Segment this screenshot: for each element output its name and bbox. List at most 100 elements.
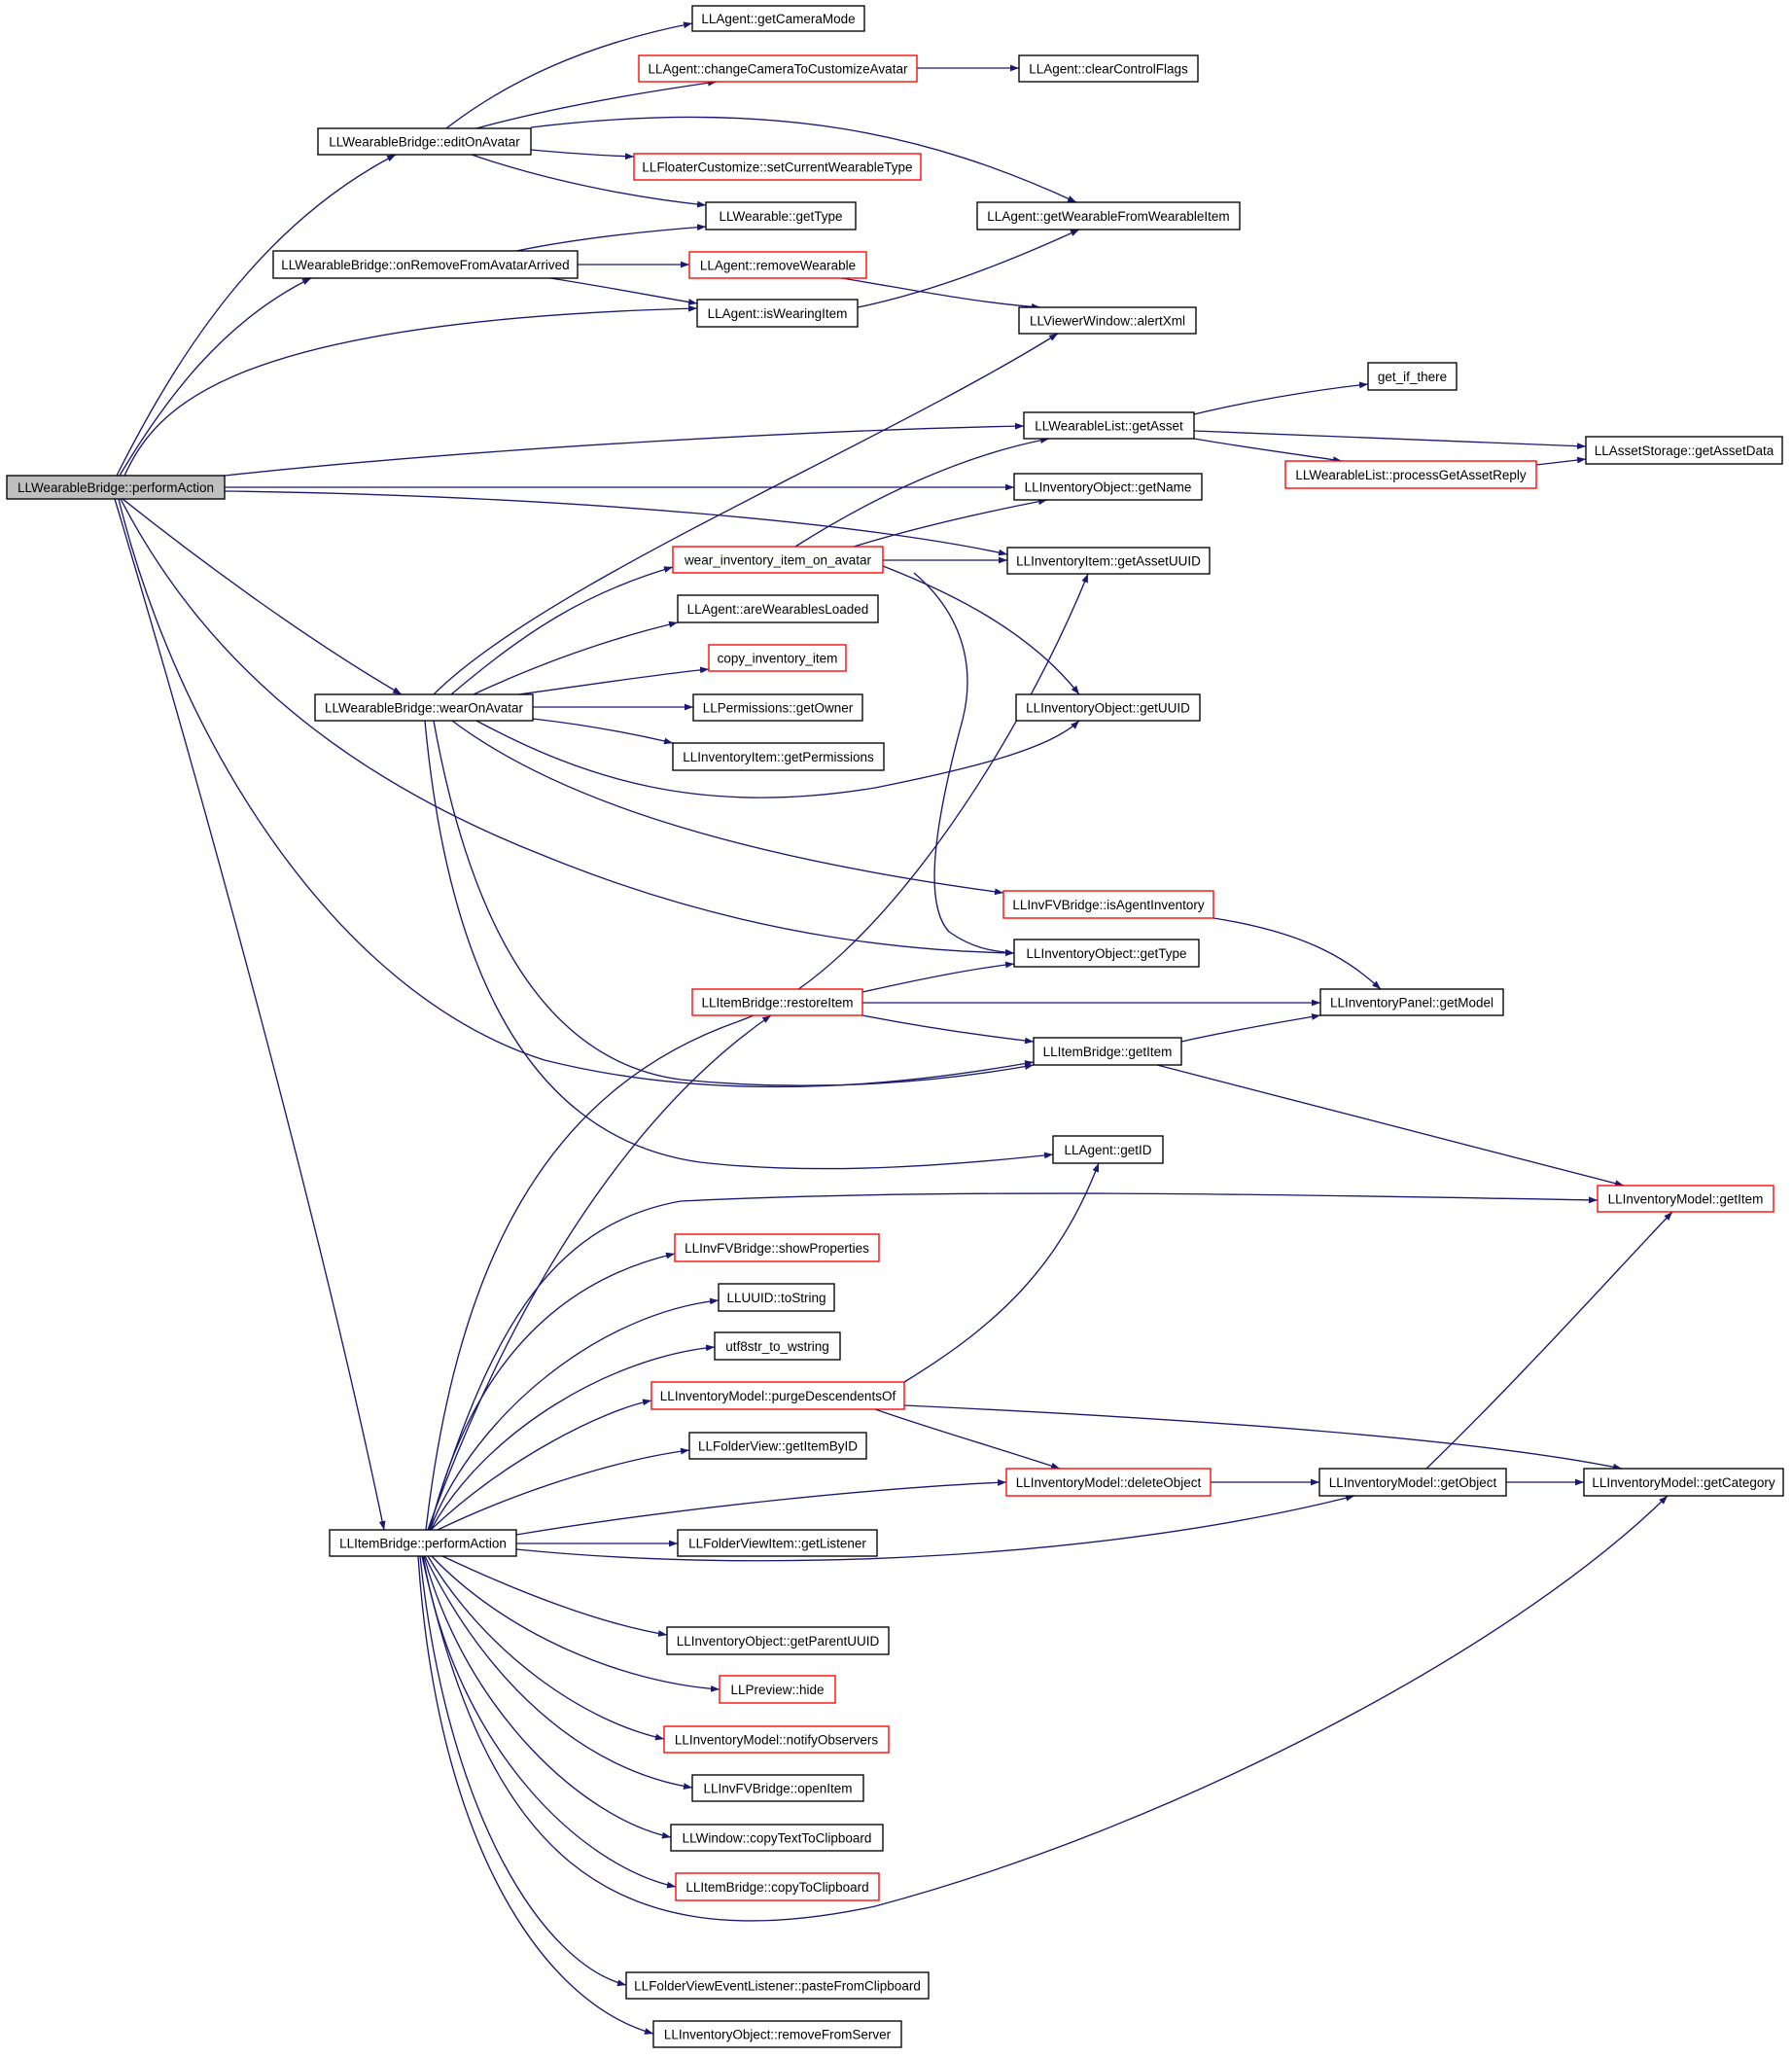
function-node[interactable]: LLItemBridge::copyToClipboard — [675, 1872, 880, 1901]
call-edge — [1193, 438, 1343, 464]
function-node[interactable]: LLWearableBridge::onRemoveFromAvatarArri… — [272, 250, 579, 279]
function-node-label: LLFolderViewEventListener::pasteFromClip… — [634, 1979, 921, 1994]
function-node-box — [674, 1233, 880, 1262]
function-node-label: LLWearable::getType — [719, 209, 842, 224]
function-node[interactable]: LLInvFVBridge::openItem — [691, 1774, 864, 1802]
function-node[interactable]: LLInventoryModel::getObject — [1318, 1468, 1507, 1497]
function-node-label: LLWearableBridge::wearOnAvatar — [325, 701, 524, 716]
function-node-box — [1015, 693, 1201, 722]
call-edge-path — [841, 277, 1041, 310]
function-node-box — [677, 594, 879, 623]
function-node-box — [1583, 1468, 1784, 1497]
function-node[interactable]: LLItemBridge::restoreItem — [691, 988, 863, 1016]
function-node[interactable]: utf8str_to_wstring — [714, 1331, 841, 1361]
function-node-label: LLItemBridge::performAction — [339, 1537, 507, 1551]
function-node[interactable]: wear_inventory_item_on_avatar — [672, 546, 884, 574]
call-edge-path — [903, 1162, 1100, 1383]
function-node[interactable]: LLInvFVBridge::showProperties — [674, 1233, 880, 1262]
function-node[interactable]: LLInventoryObject::getUUID — [1015, 693, 1201, 722]
function-node-box — [718, 1283, 835, 1312]
function-node[interactable]: LLInvFVBridge::isAgentInventory — [1002, 890, 1214, 919]
function-node[interactable]: LLInventoryObject::removeFromServer — [652, 2020, 902, 2048]
function-node[interactable]: LLWearableBridge::editOnAvatar — [317, 127, 532, 156]
function-node[interactable]: LLInventoryPanel::getModel — [1319, 988, 1504, 1016]
call-edge-path — [475, 79, 718, 129]
call-edge-path — [423, 1555, 672, 1839]
function-node[interactable]: LLFloaterCustomize::setCurrentWearableTy… — [633, 153, 922, 181]
function-node[interactable]: LLInventoryObject::getType — [1013, 939, 1200, 968]
call-edge — [224, 490, 1008, 556]
call-edge-path — [1180, 1013, 1321, 1043]
function-node[interactable]: LLInventoryModel::notifyObservers — [663, 1725, 890, 1754]
call-edge — [429, 1252, 676, 1531]
call-edge — [913, 572, 1015, 956]
function-node[interactable]: LLFolderViewEventListener::pasteFromClip… — [625, 1971, 930, 2000]
function-node[interactable]: LLAssetStorage::getAssetData — [1585, 436, 1783, 465]
function-node[interactable]: LLViewerWindow::alertXml — [1018, 306, 1197, 335]
function-node-label: LLFolderView::getItemByID — [698, 1439, 858, 1454]
call-edge-path — [861, 961, 1015, 993]
call-edge-path — [224, 422, 1025, 477]
call-edge-path — [441, 1555, 668, 1637]
function-node-label: LLInventoryModel::purgeDescendentsOf — [660, 1389, 896, 1403]
function-node-label: LLItemBridge::getItem — [1043, 1045, 1173, 1059]
function-node-label: LLAssetStorage::getAssetData — [1595, 443, 1774, 458]
function-node[interactable]: LLAgent::changeCameraToCustomizeAvatar — [638, 54, 918, 83]
function-node-label: LLInventoryObject::getType — [1026, 946, 1186, 961]
call-edge-path — [475, 720, 1080, 798]
function-node[interactable]: LLInventoryModel::purgeDescendentsOf — [650, 1381, 905, 1410]
function-node[interactable]: LLAgent::getCameraMode — [691, 5, 865, 32]
root-function-node[interactable]: LLWearableBridge::performAction — [6, 475, 226, 500]
function-node[interactable]: LLWearableList::getAsset — [1023, 411, 1195, 440]
function-node[interactable]: LLItemBridge::performAction — [329, 1529, 517, 1557]
function-node[interactable]: LLInventoryModel::deleteObject — [1005, 1468, 1212, 1497]
function-node[interactable]: LLWearable::getType — [705, 201, 857, 231]
function-node-box — [1585, 436, 1783, 465]
function-node-label: LLAgent::isWearingItem — [708, 306, 848, 321]
function-node[interactable]: LLInventoryItem::getPermissions — [672, 742, 885, 771]
function-node[interactable]: get_if_there — [1367, 362, 1458, 391]
function-node[interactable]: LLItemBridge::getItem — [1033, 1037, 1182, 1066]
function-node[interactable]: LLPreview::hide — [719, 1675, 836, 1704]
function-node[interactable]: LLAgent::isWearingItem — [696, 299, 859, 328]
function-node-label: LLItemBridge::restoreItem — [701, 996, 853, 1011]
function-node[interactable]: LLAgent::clearControlFlags — [1018, 54, 1199, 83]
function-node-label: LLPermissions::getOwner — [703, 701, 854, 716]
function-node[interactable]: LLInventoryModel::getItem — [1597, 1185, 1774, 1213]
call-edge-path — [430, 1344, 716, 1531]
function-node[interactable]: LLUUID::toString — [718, 1283, 835, 1312]
call-edge-path — [437, 1447, 690, 1531]
function-node[interactable]: LLAgent::getID — [1052, 1135, 1164, 1164]
function-node[interactable]: LLWindow::copyTextToClipboard — [670, 1824, 884, 1852]
call-edge — [530, 149, 635, 160]
call-edge-path — [532, 718, 674, 745]
function-node[interactable]: copy_inventory_item — [708, 644, 847, 672]
call-edge — [1212, 917, 1382, 990]
call-edge-path — [515, 224, 707, 252]
function-node-box — [1018, 306, 1197, 335]
function-node[interactable]: LLPermissions::getOwner — [692, 693, 863, 722]
function-node[interactable]: LLFolderViewItem::getListener — [677, 1529, 878, 1557]
function-node[interactable]: LLAgent::areWearablesLoaded — [677, 594, 879, 623]
function-node[interactable]: LLWearableBridge::wearOnAvatar — [314, 693, 534, 722]
call-edge — [427, 1555, 665, 1741]
function-node[interactable]: LLWearableList::processGetAssetReply — [1284, 460, 1537, 489]
function-node-label: LLAgent::areWearablesLoaded — [687, 602, 869, 617]
function-node[interactable]: LLInventoryObject::getName — [1013, 473, 1203, 501]
call-edge — [429, 1297, 720, 1531]
call-edge-path — [429, 1297, 720, 1531]
function-node[interactable]: LLInventoryItem::getAssetUUID — [1006, 547, 1211, 575]
call-edge-path — [874, 1408, 1061, 1470]
call-edge — [1425, 1211, 1673, 1470]
function-node[interactable]: LLFolderView::getItemByID — [688, 1432, 867, 1460]
function-node-box — [672, 546, 884, 574]
call-edge-path — [118, 498, 1035, 1088]
function-node-box — [1319, 988, 1504, 1016]
function-node-label: LLFolderViewItem::getListener — [688, 1537, 866, 1551]
call-edge-path — [433, 333, 1059, 695]
function-node[interactable]: LLAgent::getWearableFromWearableItem — [976, 201, 1241, 231]
function-node[interactable]: LLInventoryObject::getParentUUID — [666, 1626, 890, 1655]
function-node[interactable]: LLInventoryModel::getCategory — [1583, 1468, 1784, 1497]
function-node-box — [1023, 411, 1195, 440]
function-node[interactable]: LLAgent::removeWearable — [688, 251, 867, 279]
